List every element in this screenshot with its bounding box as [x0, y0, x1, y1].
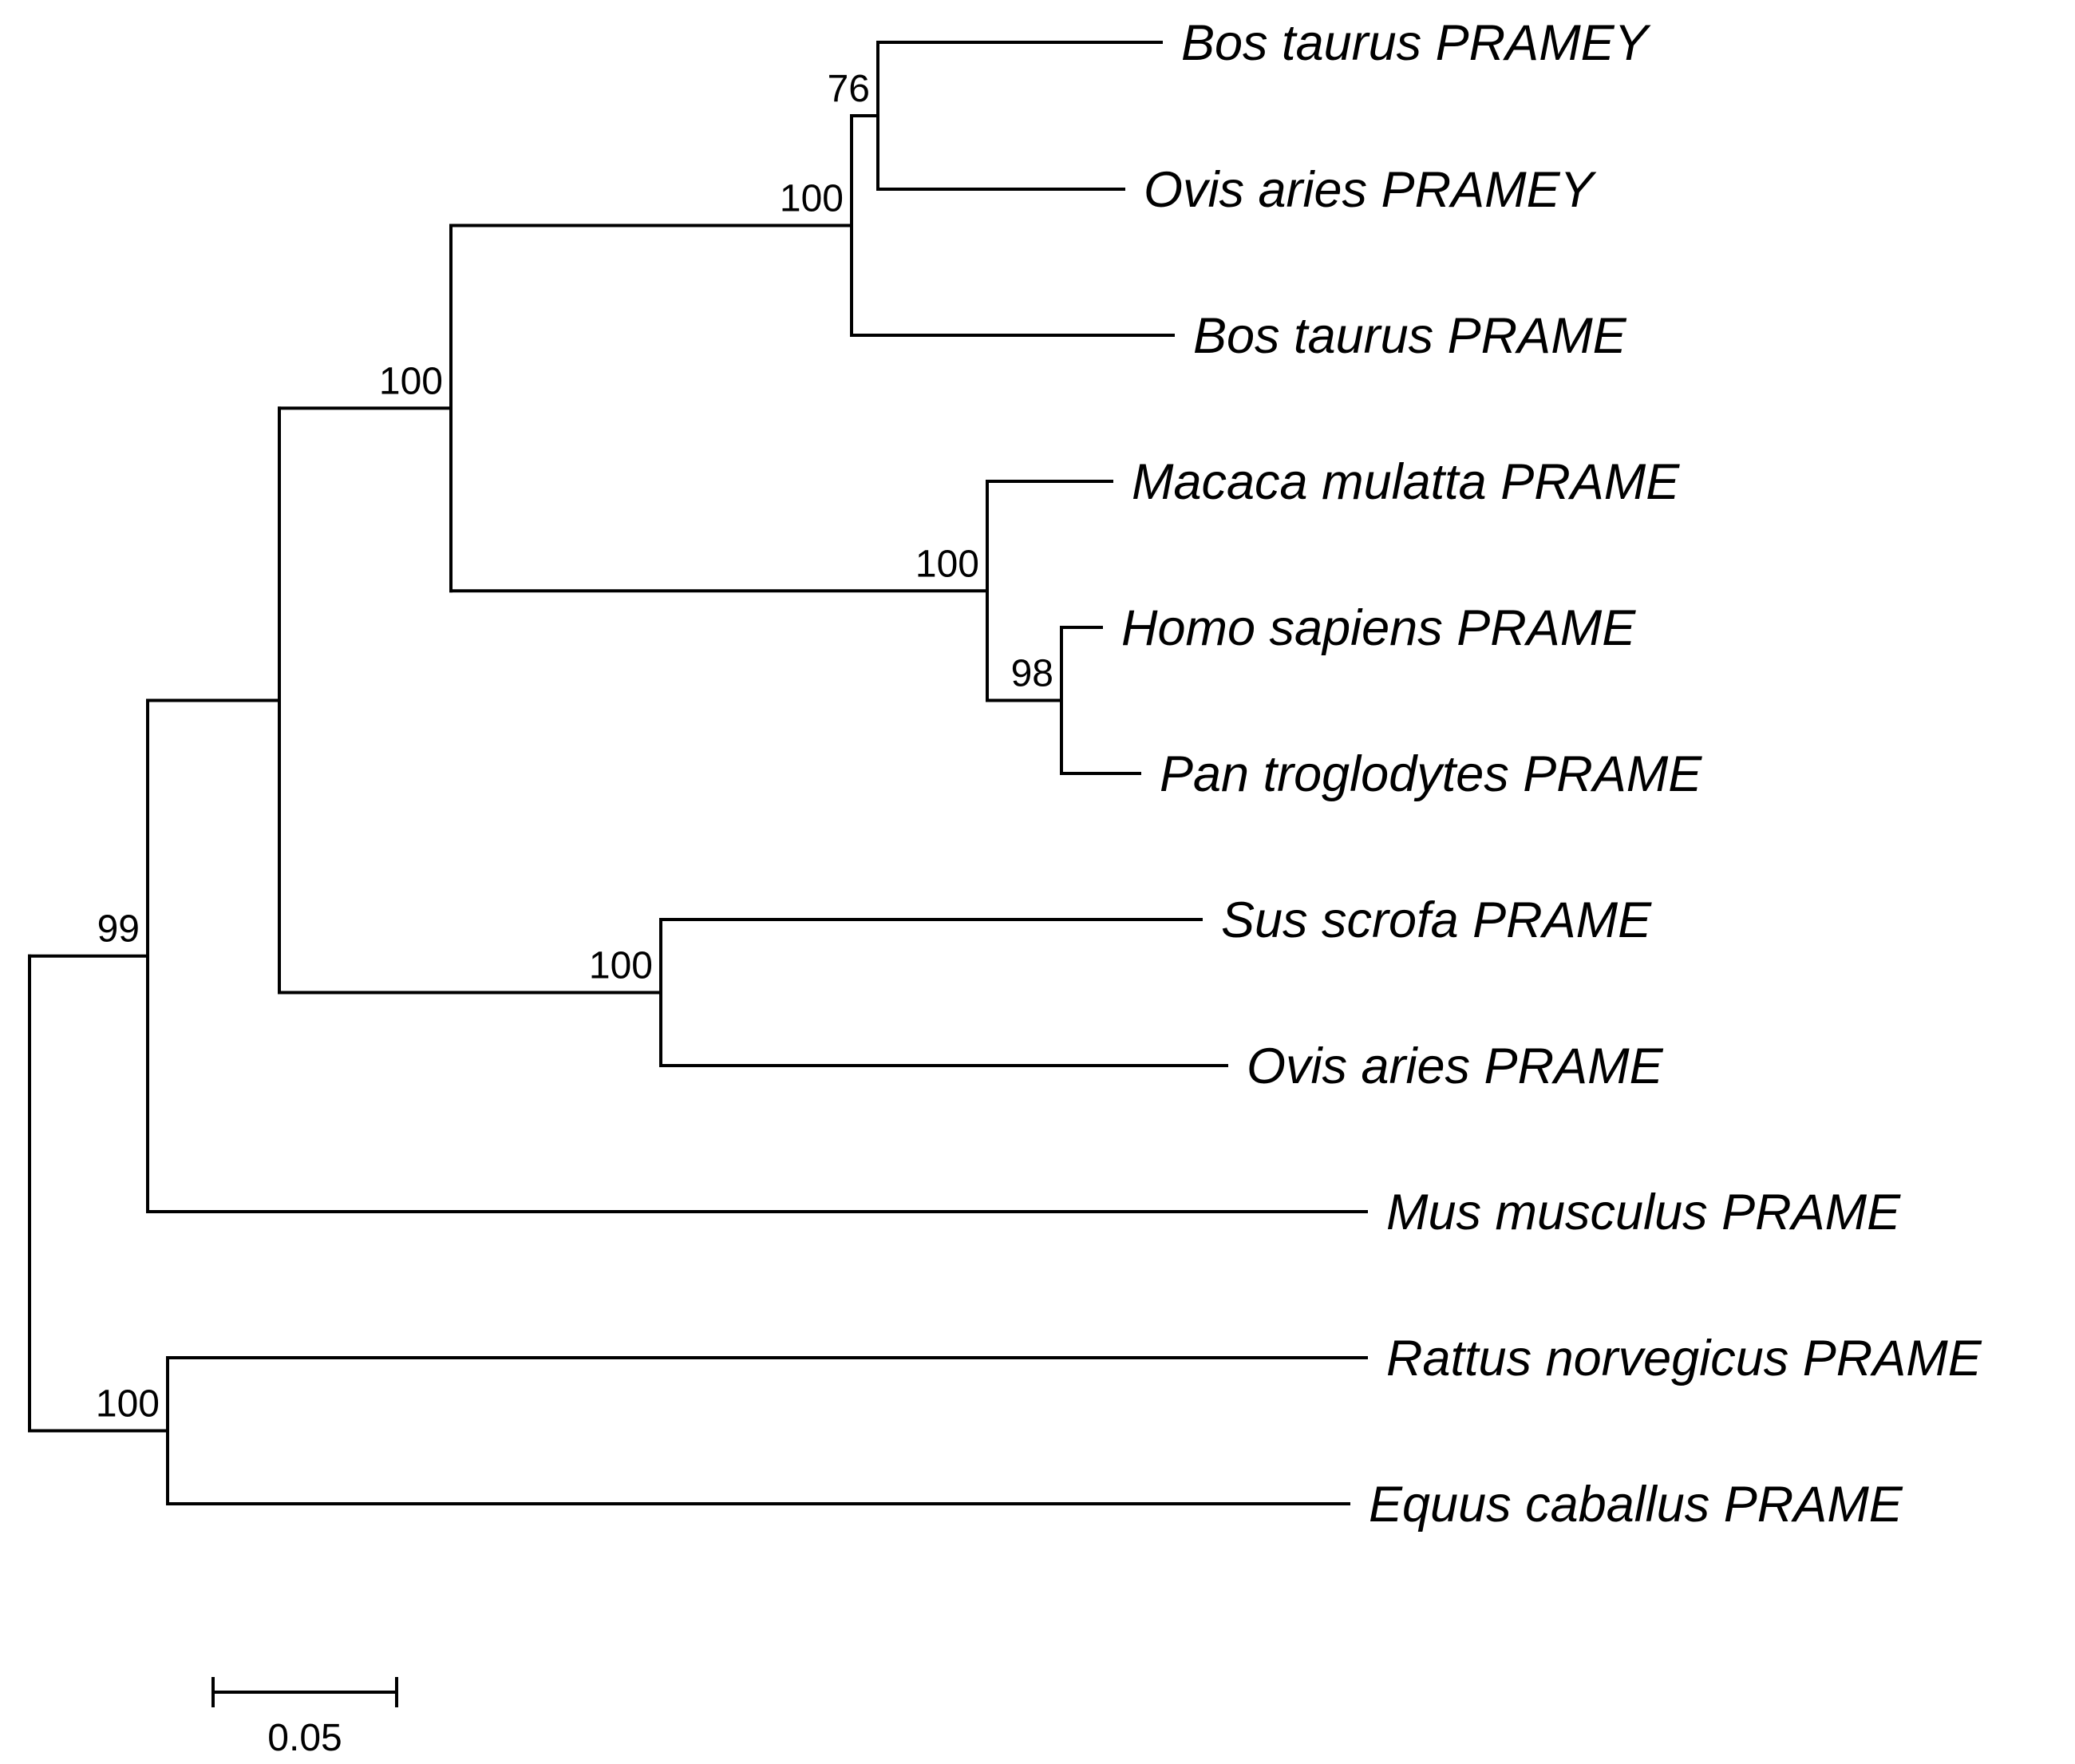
bootstrap-value: 99 — [97, 908, 140, 951]
taxon-label: Equus caballus PRAME — [1369, 1477, 1903, 1533]
taxon-label: Rattus norvegicus PRAME — [1386, 1331, 1982, 1386]
taxon-label: Sus scrofa PRAME — [1221, 892, 1652, 948]
taxon-label: Ovis aries PRAME — [1247, 1038, 1664, 1094]
bootstrap-support-values: 76 100 98 100 100 100 99 100 — [96, 68, 1053, 1426]
bootstrap-value: 100 — [589, 945, 653, 987]
taxon-labels: Bos taurus PRAMEY Ovis aries PRAMEY Bos ta… — [1121, 15, 1982, 1533]
taxon-label: Bos taurus PRAMEY — [1181, 15, 1651, 71]
bootstrap-value: 98 — [1011, 653, 1053, 695]
bootstrap-value: 100 — [915, 543, 979, 585]
taxon-label: Mus musculus PRAME — [1386, 1185, 1901, 1240]
bootstrap-value: 100 — [379, 360, 443, 402]
scale-bar: 0.05 — [211, 1677, 398, 1759]
taxon-label: Pan troglodytes PRAME — [1160, 746, 1702, 802]
scale-bar-label: 0.05 — [267, 1717, 342, 1759]
taxon-label: Homo sapiens PRAME — [1121, 600, 1636, 656]
bootstrap-value: 76 — [828, 68, 870, 110]
taxon-label: Ovis aries PRAMEY — [1144, 162, 1597, 218]
taxon-label: Macaca mulatta PRAME — [1132, 454, 1680, 510]
tree-branches — [28, 41, 1368, 1505]
taxon-label: Bos taurus PRAME — [1193, 308, 1627, 364]
bootstrap-value: 100 — [780, 178, 844, 220]
bootstrap-value: 100 — [96, 1383, 160, 1426]
